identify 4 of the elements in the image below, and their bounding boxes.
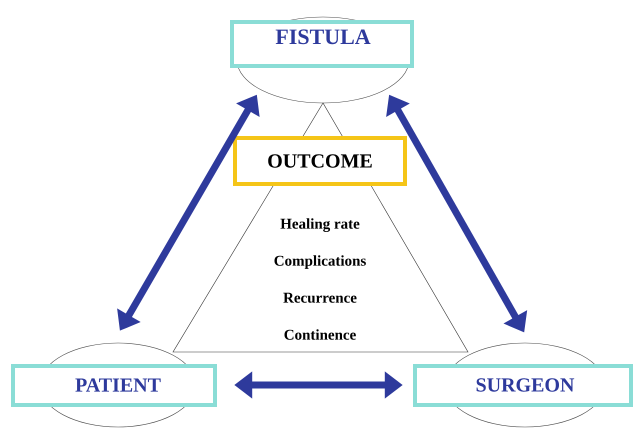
ellipse-box: FISTULA bbox=[230, 16, 414, 104]
ellipse-box: PATIENT bbox=[11, 342, 217, 428]
ellipse-box: SURGEON bbox=[413, 342, 633, 428]
outcome-box: OUTCOME bbox=[233, 136, 407, 186]
